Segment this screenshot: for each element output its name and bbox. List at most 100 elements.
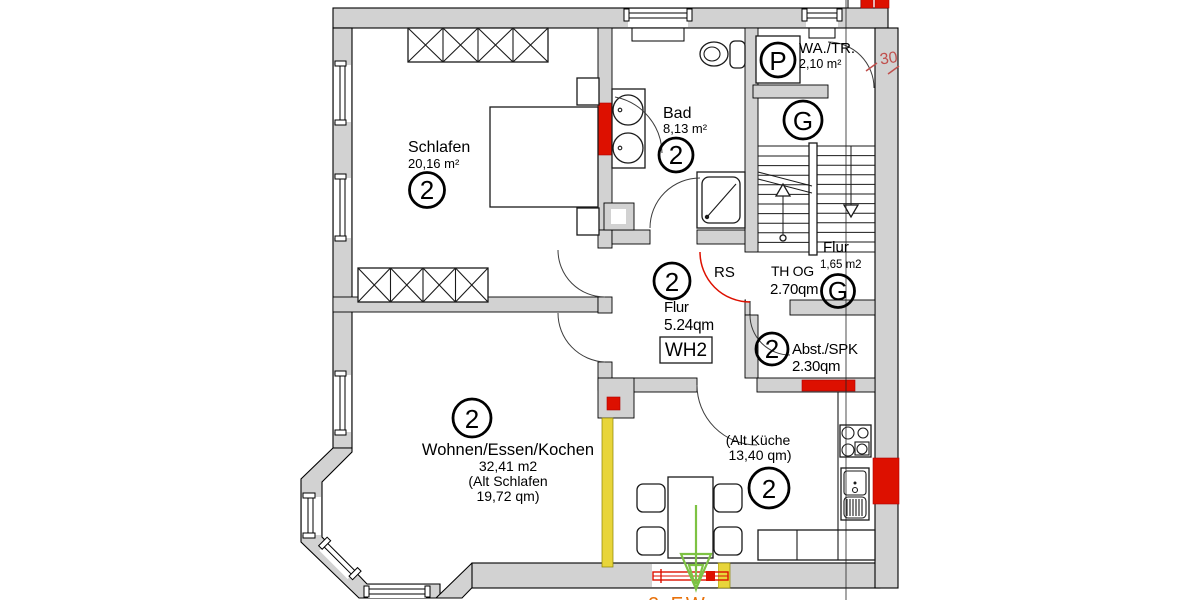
unit-circle xyxy=(747,466,791,510)
unit-circle xyxy=(754,331,790,367)
bad-fixtures xyxy=(611,40,746,229)
room-flur-wh2: 2 Flur 5.24qm WH2 RS xyxy=(652,261,735,364)
wall-flur-left-b xyxy=(597,296,613,314)
room-alt-area: 19,72 qm) xyxy=(476,488,539,504)
room-alt-area: 13,40 qm) xyxy=(728,447,791,463)
p-symbol: P xyxy=(769,46,786,76)
dimension-text: 30 xyxy=(879,49,899,68)
nightstand xyxy=(576,207,600,236)
shower-icon xyxy=(696,171,746,229)
room-name: Wohnen/Essen/Kochen xyxy=(422,441,594,459)
door-kueche xyxy=(696,384,758,446)
room-area: 8,13 m² xyxy=(663,121,708,136)
doors xyxy=(557,41,875,446)
chair xyxy=(636,483,666,513)
th-og-label: TH OG xyxy=(771,263,814,279)
renovation-marks xyxy=(597,0,900,589)
window xyxy=(302,492,321,539)
nightstand xyxy=(576,77,600,106)
staircase xyxy=(757,142,875,256)
chair xyxy=(636,526,666,556)
flur-area: 1,65 m2 xyxy=(820,259,862,271)
chimney-flue xyxy=(611,209,626,224)
new-wall-red-abst xyxy=(801,379,856,392)
wall-abst-left xyxy=(744,314,759,379)
room-area: 20,16 m² xyxy=(408,156,460,171)
door-wohnen xyxy=(557,312,606,363)
g-circle-lower xyxy=(820,273,856,309)
window xyxy=(317,536,362,581)
dining-table xyxy=(636,476,743,559)
door-schlafen xyxy=(557,249,606,298)
sink-icon xyxy=(840,467,870,521)
g-circle-upper xyxy=(782,99,824,141)
room-abst: 2 Abst./SPK 2.30qm xyxy=(754,331,858,375)
double-sink-icon xyxy=(611,88,646,169)
room-name: Flur xyxy=(664,299,689,316)
room-wohnen: 2 Wohnen/Essen/Kochen 32,41 m2 (Alt Schl… xyxy=(422,397,594,504)
apartment-box xyxy=(659,336,713,364)
wall-bad-flur-a xyxy=(611,229,651,245)
stair-stringer xyxy=(808,142,818,256)
unit-circle xyxy=(652,261,692,301)
top-edge-red-a xyxy=(860,0,874,9)
apartment-label: WH2 xyxy=(665,340,707,361)
door-rs-new xyxy=(699,251,751,303)
stair-arrow-down xyxy=(842,204,860,219)
wall-bay xyxy=(300,447,441,599)
stove-icon xyxy=(839,424,872,458)
new-wall-red-junction xyxy=(606,396,621,411)
toilet-icon xyxy=(699,40,746,69)
unit-number: 2 xyxy=(762,474,776,504)
bed xyxy=(489,106,599,208)
room-alt-name: (Alt Küche xyxy=(726,432,791,448)
rs-label: RS xyxy=(714,264,735,281)
flur-name: Flur xyxy=(823,239,849,256)
escape-arrow-icon xyxy=(679,505,713,593)
door-abst xyxy=(749,314,791,356)
bottom-clipped-label: 2 FW xyxy=(648,594,708,600)
unit-circle xyxy=(451,397,493,439)
top-edge-red-b xyxy=(874,0,890,9)
room-name: Abst./SPK xyxy=(792,341,858,358)
unit-number: 2 xyxy=(665,267,679,297)
top-edge-box xyxy=(847,0,862,9)
door-bad xyxy=(649,177,701,229)
room-schlafen: Schlafen 20,16 m² 2 xyxy=(408,139,470,209)
room-area: 5.24qm xyxy=(664,317,714,334)
unit-number: 2 xyxy=(420,175,434,205)
dimension-30: 30 xyxy=(865,49,900,75)
window xyxy=(363,585,431,598)
room-name: Schlafen xyxy=(408,139,470,156)
wall-stair-left-a xyxy=(744,27,759,253)
unit-circle xyxy=(657,136,695,174)
room-alt-name: (Alt Schlafen xyxy=(468,473,547,489)
unit-number: 2 xyxy=(765,334,779,364)
wall-flur-left-a xyxy=(597,229,613,249)
new-wall-red-kitchen xyxy=(872,457,900,505)
g-symbol-lower: G xyxy=(828,276,848,306)
window xyxy=(334,60,351,126)
wall-watr-bottom xyxy=(752,84,829,99)
demolition-wall-yellow xyxy=(601,417,614,568)
window xyxy=(801,8,843,39)
wardrobe-top xyxy=(407,27,549,63)
p-circle xyxy=(759,41,797,79)
window xyxy=(334,370,351,436)
g-symbol-upper: G xyxy=(793,106,813,136)
unit-number: 2 xyxy=(465,404,479,434)
counter-bottom xyxy=(757,529,876,561)
unit-circle xyxy=(408,171,446,209)
th-og-area: 2.70qm xyxy=(770,281,818,298)
wardrobe-left xyxy=(357,267,489,303)
door-bad-sink xyxy=(614,96,663,154)
door-gap-rs xyxy=(746,253,757,301)
chair xyxy=(713,526,743,556)
staircase-labels: G Flur 1,65 m2 TH OG 2.70qm G xyxy=(770,99,862,309)
chair xyxy=(713,483,743,513)
stair-arrow-up xyxy=(774,182,792,197)
room-area: 32,41 m2 xyxy=(479,458,538,474)
unit-number: 2 xyxy=(669,140,683,170)
new-wall-red-bad xyxy=(597,102,613,156)
